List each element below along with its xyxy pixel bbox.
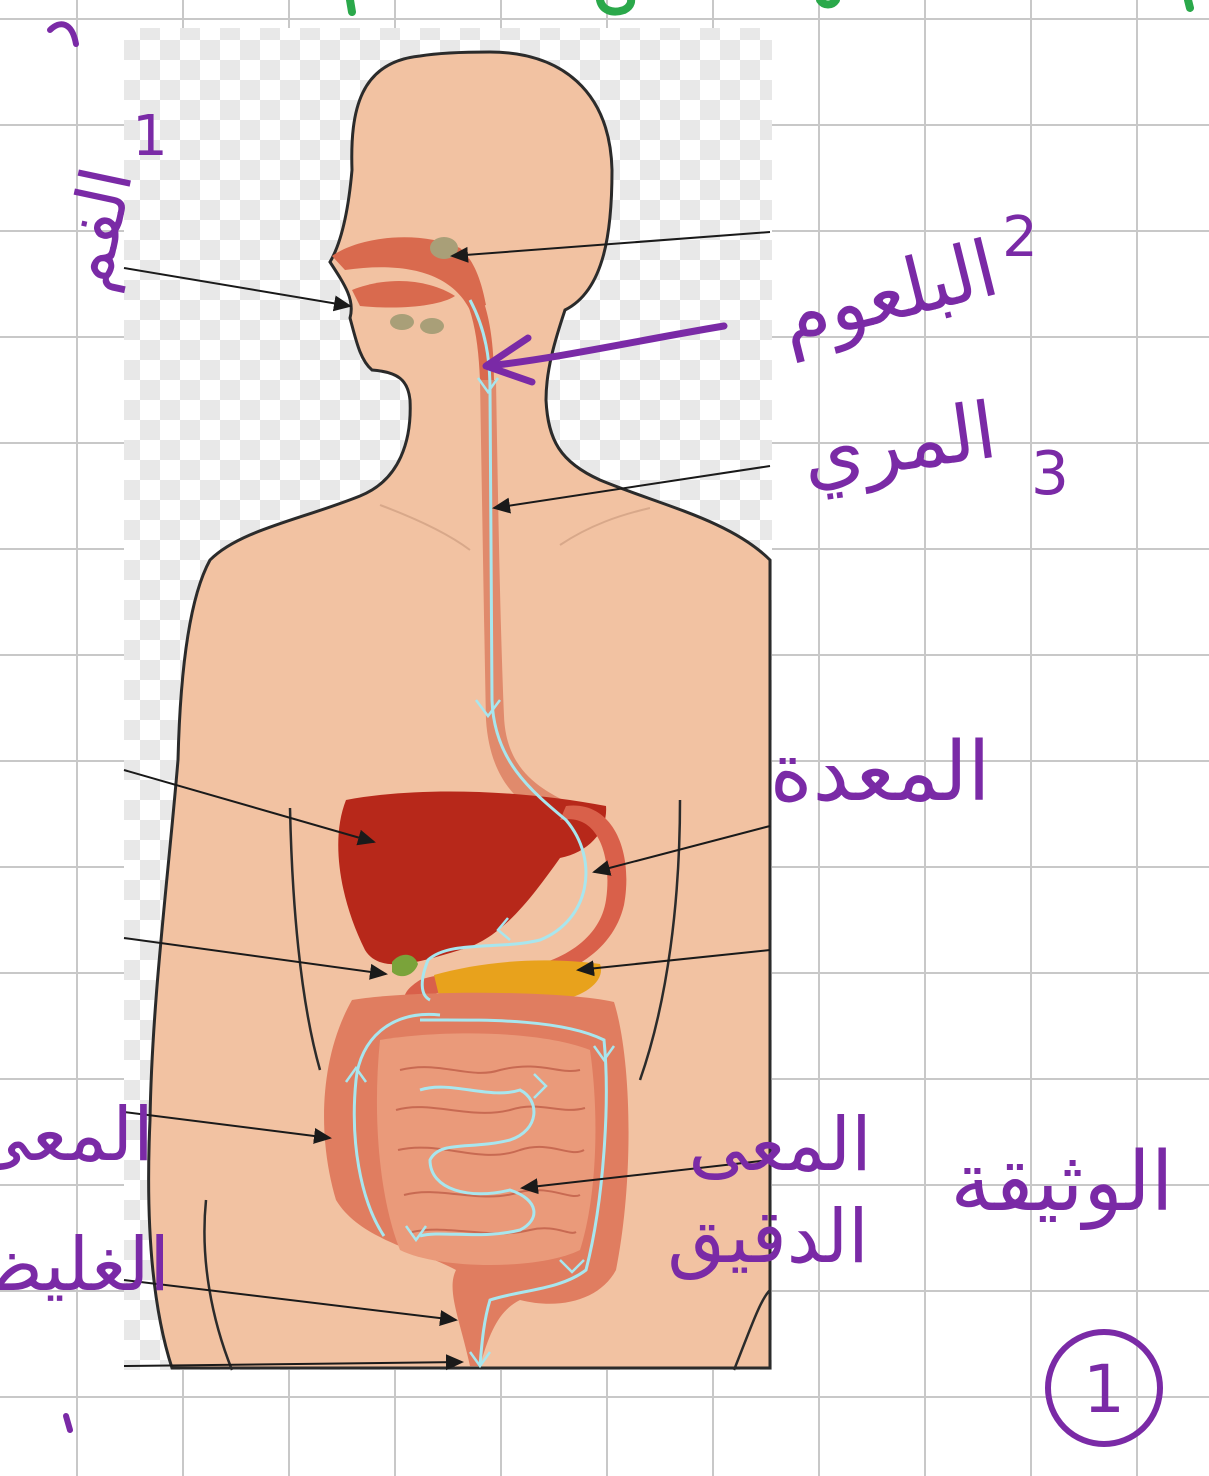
label-small-intestine-2: الدقيق	[667, 1194, 868, 1280]
label-document-number: 1	[1083, 1351, 1125, 1428]
label-esophagus-number: 3	[1031, 439, 1069, 509]
label-pharynx-number: 2	[1002, 205, 1038, 270]
label-esophagus: المري	[797, 386, 1002, 503]
label-large-intestine-2: الغليظ	[0, 1222, 170, 1308]
label-document: الوثيقة	[950, 1135, 1173, 1230]
salivary-gland-lower	[390, 314, 414, 330]
label-mouth-number: 1	[132, 104, 168, 169]
salivary-gland-lower-2	[420, 318, 444, 334]
label-stomach: المعدة	[770, 725, 991, 820]
header-fragment	[350, 0, 1190, 12]
label-small-intestine-1: المعى	[688, 1102, 871, 1188]
label-large-intestine-1: المعى	[0, 1092, 154, 1178]
label-pharynx: البلعوم	[770, 224, 1006, 366]
